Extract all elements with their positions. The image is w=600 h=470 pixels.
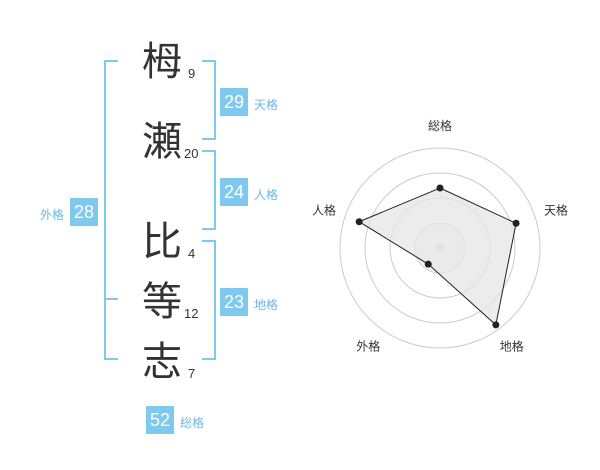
stroke-count-3: 4: [188, 246, 196, 261]
gaikaku-label: 外格: [40, 208, 65, 222]
radar-point-4: [424, 260, 432, 268]
jinkaku-bracket: [202, 150, 216, 230]
name-char-5: 志: [142, 339, 182, 385]
name-char-2: 瀬: [142, 119, 182, 165]
radar-axis-label-1: 総格: [428, 118, 452, 133]
name-char-4: 等: [142, 279, 182, 325]
outer-bracket-divider: [104, 298, 118, 300]
tenkaku-value: 29: [220, 88, 248, 116]
radar-axis-label-3: 地格: [500, 339, 524, 354]
stroke-count-5: 7: [188, 366, 196, 381]
tenkaku-label: 天格: [254, 98, 279, 112]
soukaku-label: 総格: [180, 416, 205, 430]
radar-point-5: [355, 218, 363, 226]
name-char-3: 比: [142, 219, 182, 265]
radar-axis-label-5: 人格: [312, 202, 336, 217]
tenkaku-bracket: [202, 60, 216, 140]
soukaku-value: 52: [146, 406, 174, 434]
jinkaku-value: 24: [220, 178, 248, 206]
stroke-count-4: 12: [184, 306, 199, 321]
stroke-count-2: 20: [184, 146, 199, 161]
stroke-count-1: 9: [188, 66, 196, 81]
outer-bracket: [104, 60, 118, 360]
radar-point-1: [436, 184, 444, 192]
chikaku-value: 23: [220, 288, 248, 316]
jinkaku-label: 人格: [254, 188, 279, 202]
radar-grid-ring: [339, 147, 541, 349]
chikaku-label: 地格: [254, 298, 279, 312]
radar-series-polygon: [358, 187, 517, 326]
radar-axis-label-4: 外格: [356, 339, 380, 354]
gaikaku-value: 28: [70, 198, 98, 226]
radar-grid-ring: [364, 172, 516, 324]
chikaku-bracket: [202, 240, 216, 360]
name-char-1: 栂: [142, 39, 182, 85]
radar-point-2: [512, 219, 520, 227]
radar-axis-label-2: 天格: [544, 202, 568, 217]
radar-point-3: [492, 321, 500, 329]
